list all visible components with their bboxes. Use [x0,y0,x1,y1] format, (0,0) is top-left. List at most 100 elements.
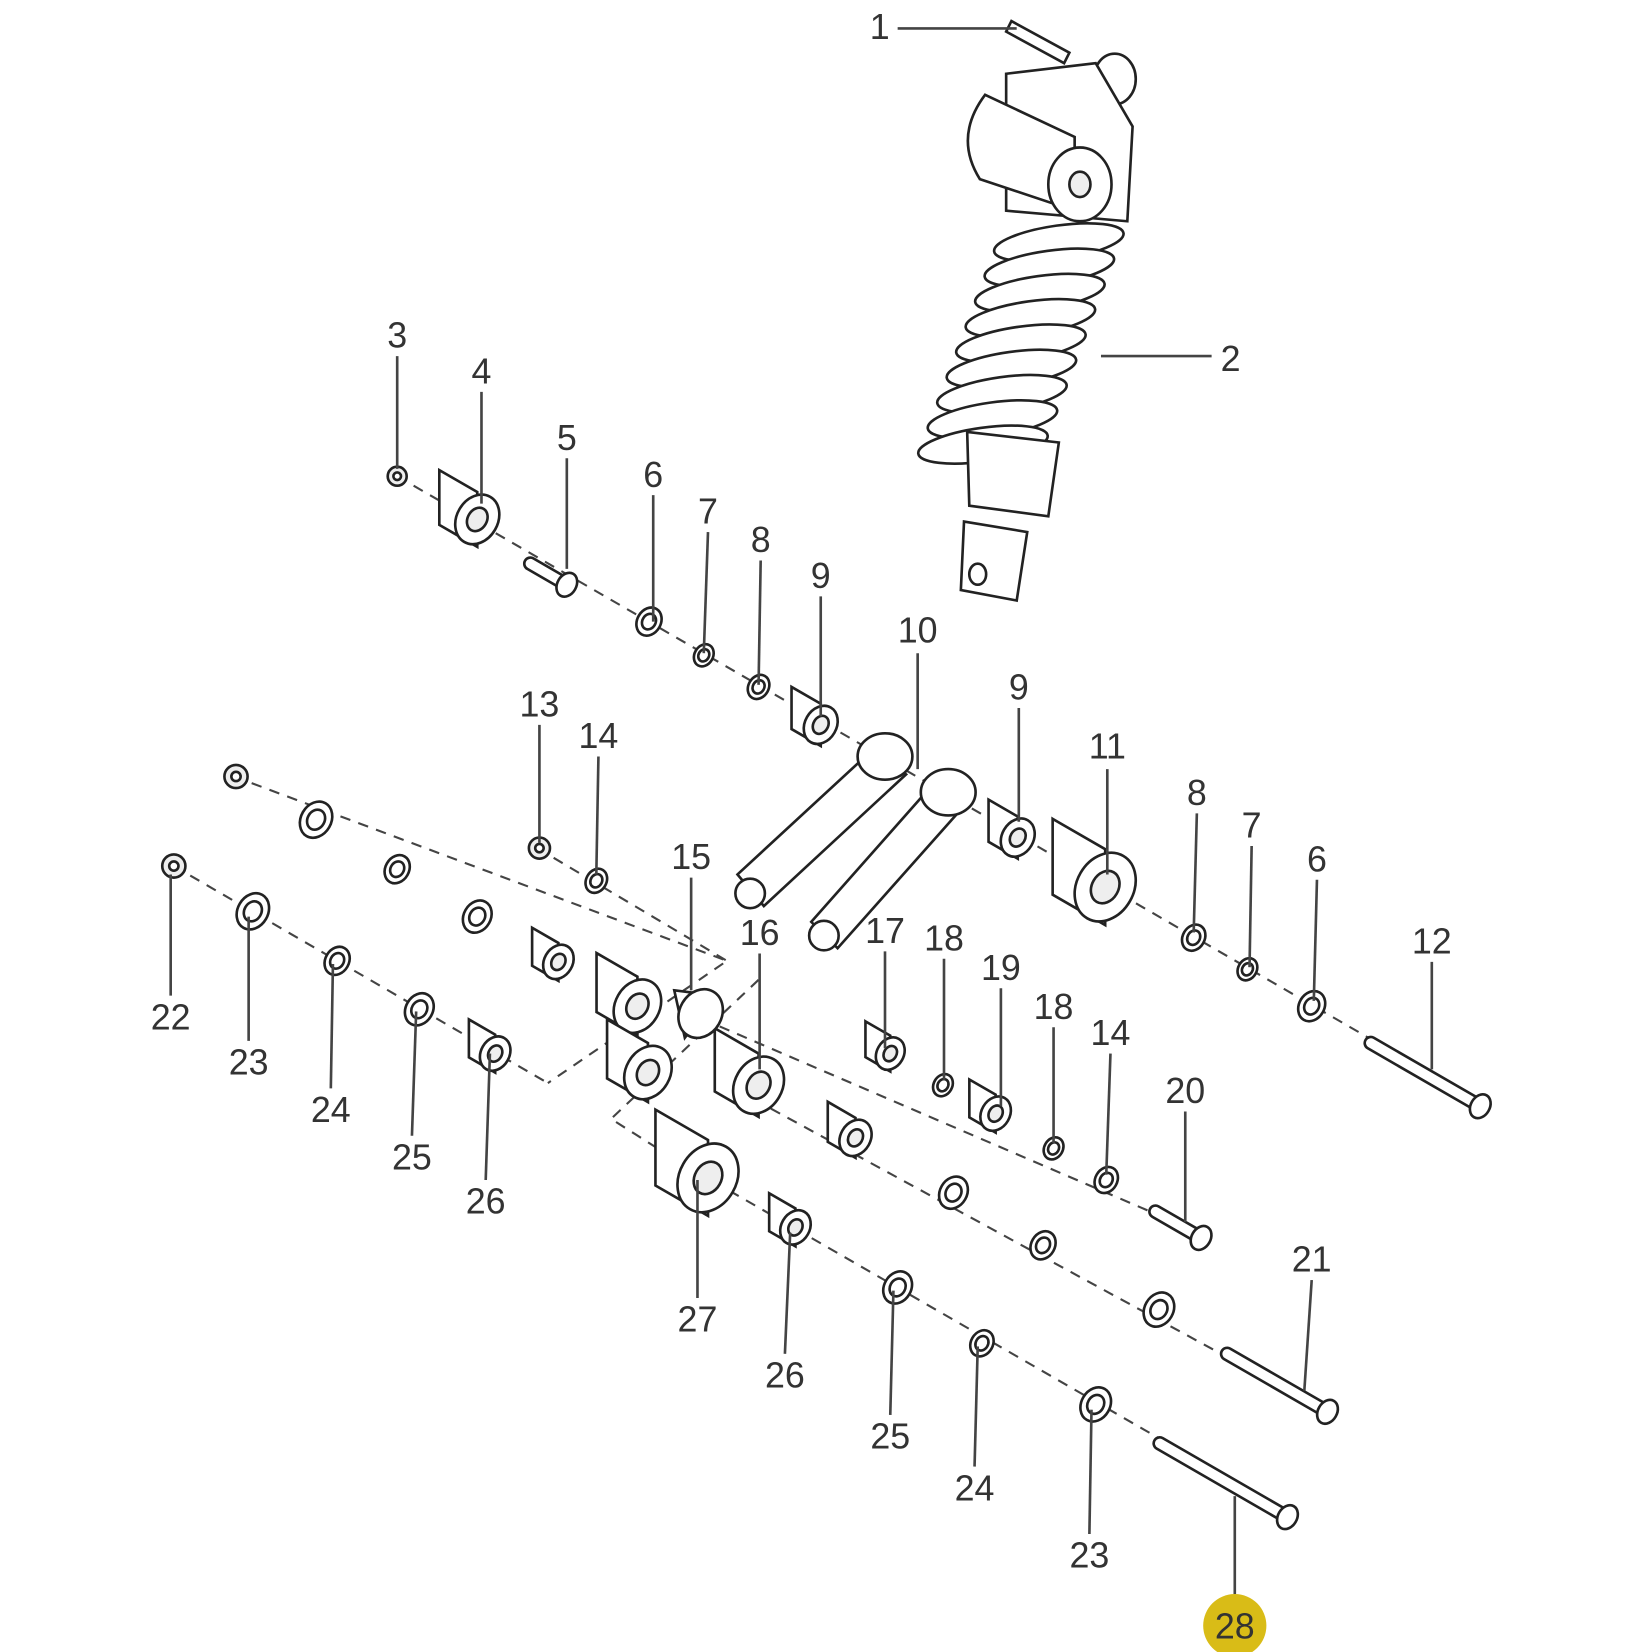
nut-part [386,465,408,488]
nut-part [223,763,249,790]
cyl-part [864,1019,906,1074]
washer-part [1142,1291,1176,1328]
callout-leader [973,1346,980,1467]
cyl-part [987,797,1037,861]
callout-8[interactable]: 8 [751,520,771,560]
callout-3[interactable]: 3 [387,316,407,356]
callout-5[interactable]: 5 [557,418,577,458]
parts [160,465,1492,1531]
callout-7[interactable]: 7 [698,492,718,532]
washer-part [403,991,436,1027]
bolt-part [1148,1204,1213,1252]
washer-part [931,1072,955,1098]
callout-8[interactable]: 8 [1187,773,1207,813]
callout-leader [1312,879,1319,1001]
washer-part [968,1328,995,1358]
cyl-part [467,1017,512,1075]
callout-12[interactable]: 12 [1412,921,1452,961]
callout-18[interactable]: 18 [924,918,964,958]
callout-11[interactable]: 11 [1089,727,1126,767]
cyl-part [767,1190,813,1249]
callout-leader [1104,1053,1112,1175]
callout-25[interactable]: 25 [870,1417,910,1457]
callout-26[interactable]: 26 [765,1356,805,1396]
washer-part [746,673,771,701]
callout-6[interactable]: 6 [643,455,663,495]
washer-part [1042,1136,1065,1161]
callout-10[interactable]: 10 [898,611,938,651]
washer-part [1236,956,1259,982]
callout-27[interactable]: 27 [678,1300,718,1340]
washer-part [635,606,663,637]
washer-part [461,899,493,935]
washer-part [1296,989,1327,1023]
callout-24[interactable]: 24 [955,1468,995,1508]
callout-19[interactable]: 19 [981,948,1021,988]
nut-part [160,853,187,879]
callout-leader [1248,845,1253,968]
cyl-part [530,925,575,984]
washer-part [323,945,352,977]
callout-9[interactable]: 9 [1009,668,1029,708]
callout-leader [888,1290,895,1415]
bolt-part [1152,1436,1300,1531]
callout-13[interactable]: 13 [520,684,560,724]
callout-leader [595,756,600,875]
washer-part [298,800,334,840]
washer-part [584,867,609,895]
callout-14[interactable]: 14 [1091,1013,1131,1053]
shock-absorber [916,19,1138,603]
callout-leader [1192,813,1199,933]
washer-part [1093,1165,1120,1195]
callout-23[interactable]: 23 [229,1043,269,1083]
rod-part [713,1026,786,1120]
rod-part [654,1107,740,1219]
washer-part [1180,923,1207,953]
callout-23[interactable]: 23 [1069,1536,1109,1576]
callout-4[interactable]: 4 [472,352,492,392]
bolt-part [522,556,579,598]
washer-part [692,642,716,668]
callout-6[interactable]: 6 [1307,839,1327,879]
callout-1[interactable]: 1 [870,7,890,47]
callout-15[interactable]: 15 [671,837,711,877]
callout-leader [1088,1409,1093,1535]
cyl-part [790,684,840,749]
washer-part [937,1175,970,1211]
callout-28[interactable]: 28 [1215,1606,1255,1646]
cyl-part [595,950,663,1038]
washer-part [1029,1229,1057,1261]
callout-26[interactable]: 26 [466,1182,506,1222]
highlight-circle [1203,1594,1267,1652]
bolt-part [1219,1346,1340,1426]
axis-middle [536,847,1213,1239]
callout-25[interactable]: 25 [392,1137,432,1177]
callout-16[interactable]: 16 [740,913,780,953]
callout-14[interactable]: 14 [579,716,619,756]
callout-leader [702,532,710,654]
callout-22[interactable]: 22 [151,997,191,1037]
callout-leader [484,1053,492,1181]
callout-20[interactable]: 20 [1165,1071,1205,1111]
washer-part [235,891,271,931]
callout-leader [757,560,762,685]
callout-2[interactable]: 2 [1221,339,1241,379]
linkage-arm [672,731,977,1041]
rod-part [1051,816,1138,928]
cyl-part [605,1017,674,1105]
callout-21[interactable]: 21 [1292,1240,1332,1280]
bolt-part [1363,1035,1492,1120]
callout-9[interactable]: 9 [811,556,831,596]
cyl-part [437,467,501,550]
callout-leader [783,1232,792,1354]
callout-7[interactable]: 7 [1242,806,1262,846]
callout-leader [410,1011,418,1136]
washer-part [881,1270,914,1305]
cyl-part [826,1099,873,1161]
callout-17[interactable]: 17 [865,911,905,951]
callout-24[interactable]: 24 [311,1090,351,1130]
callout-18[interactable]: 18 [1034,987,1074,1027]
